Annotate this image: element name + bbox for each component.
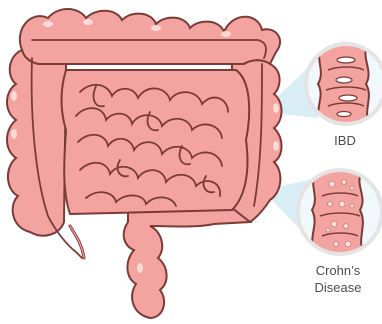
crohns-label-line-1: Crohn’s: [296, 262, 380, 279]
ibd-callout: [306, 44, 382, 126]
crohns-label-line-2: Disease: [296, 279, 380, 296]
ibd-label-line: IBD: [322, 132, 368, 149]
crohns-callout: [298, 170, 382, 254]
crohns-disease-label: Crohn’s Disease: [296, 262, 380, 296]
small-intestine: [62, 70, 250, 214]
ibd-label: IBD: [322, 132, 368, 149]
